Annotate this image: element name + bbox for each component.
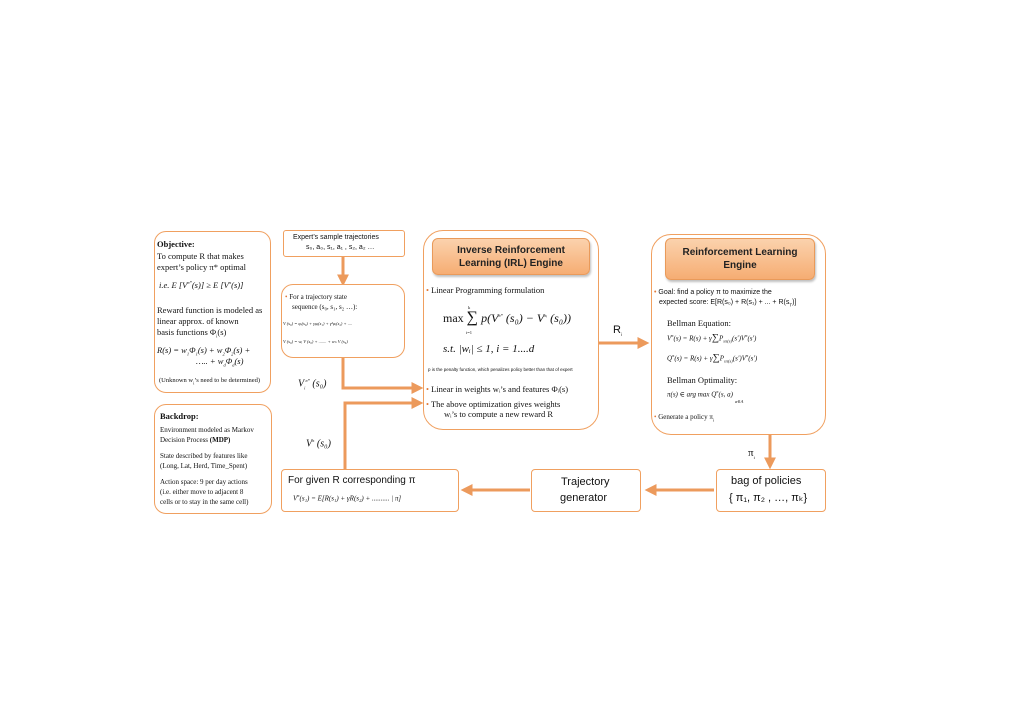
rl-bellman-q: Qπ(s) = R(s) + γ∑Psπ(s)(s′)Vπ(s′) [667,352,758,364]
objective-reward3: basis functions Φi(s) [157,327,227,339]
backdrop-action1: Action space: 9 per day actions [160,478,248,486]
rl-goal-1: Goal: find a policy π to maximize the [654,289,771,297]
trajectory-generator-box [531,469,641,512]
irl-constraint: s.t. |wᵢ| ≤ 1, i = 1....d [443,343,535,355]
state-seq-line1: For a trajectory state [285,293,347,301]
rl-goal-2: expected score: E[R(s₀) + R(s₁) + ... + … [659,299,797,308]
irl-bullet-optimization: The above optimization gives weights [426,399,560,409]
irl-max-eq: max ∑ p(Vπ* (s₀) − Vπᵢ (s₀)) [443,309,571,326]
objective-line2: expert’s policy π* optimal [157,262,247,272]
expert-line2: s₀, a₀, s₁, a₁ , s₂, a₂ … [306,244,375,251]
state-seq-eq1: V (s₀) = φᵢ(s₀) + γφᵢ(s₁) + γ²φᵢ(s₂) + .… [283,321,353,326]
arrow-stateseq-to-irl [341,358,424,394]
backdrop-state1: State described by features like [160,452,248,460]
backdrop-action3: cells or to stay in the same cell) [160,498,249,506]
backdrop-heading: Backdrop: [160,411,199,421]
objective-ie: i.e. E [Vπ*(s)] ≥ E [Vπ(s)] [159,280,244,290]
state-seq-line2: sequence (s₀, s₁, s₂ …): [292,303,358,311]
objective-reward1: Reward function is modeled as [157,305,263,315]
irl-bullet-optimization-2: wᵢ’s to compute a new reward R [444,409,554,419]
backdrop-box [154,404,272,514]
objective-line1: To compute R that makes [157,251,244,261]
irl-penalty-note: p is the penalty function, which penaliz… [428,367,573,372]
objective-reward2: linear approx. of known [157,316,239,326]
rl-optimality-sub: a∈A [735,399,744,404]
irl-bullet-lp: Linear Programming formulation [426,285,544,295]
rl-bellman-heading: Bellman Equation: [667,318,731,328]
irl-sum-bot: i=1 [466,330,473,335]
rl-optimality-eq: π(s) ∈ arg max Qπ(s, a) [667,389,733,399]
v-pi-label: Vπ (s₀) [306,438,331,450]
state-seq-eq2: V (s₀) = wᵢ V (s₀) + ....... + wₙ V (s₀) [283,339,348,344]
backdrop-action2: (i.e. either move to adjacent 8 [160,488,244,496]
traj-line2: generator [560,492,608,504]
backdrop-env1: Environment modeled as Markov [160,426,254,434]
objective-box [154,231,271,393]
objective-eq2: ….. + wdΦd(s) [196,356,244,368]
arrow-given-to-irl [343,397,424,470]
given-line1: For given R corresponding π [288,475,416,486]
rl-generate: Generate a policy πi [654,413,714,422]
given-r-box [281,469,459,512]
backdrop-state2: (Long, Lat, Herd, Time_Spent) [160,462,248,470]
irl-sum-top: k [468,305,471,310]
objective-unknown: (Unknown wi’s need to be determined) [159,377,261,386]
traj-line1: Trajectory [561,476,610,488]
objective-eq1: R(s) = w1Φ1(s) + w2Φ2(s) + [157,345,251,357]
r-i-label: Ri [613,324,622,338]
pi-i-label: πi [748,447,755,461]
given-eq: Vπ(s₁) = E[R(s₁) + γR(s₂) + .......... |… [293,493,402,503]
objective-heading: Objective: [157,239,195,249]
expert-line1: Expert’s sample trajectories [293,234,379,241]
bag-line1: bag of policies [731,475,802,487]
irl-bullet-linear: Linear in weights wᵢ’s and features Φᵢ(s… [426,384,568,394]
v-hat-label: Viπ* (s₀) [298,378,327,391]
bag-of-policies-box [716,469,826,512]
rl-bellman-v: Vπ(s) = R(s) + γ∑Psπ(s)(s′)Vπ(s′) [667,332,757,344]
backdrop-env2: Decision Process (MDP) [160,436,231,444]
bag-line2: { π₁, π₂ , …, πₖ} [729,492,808,504]
expert-trajectories-box [283,230,405,257]
rl-optimality-heading: Bellman Optimality: [667,375,738,385]
